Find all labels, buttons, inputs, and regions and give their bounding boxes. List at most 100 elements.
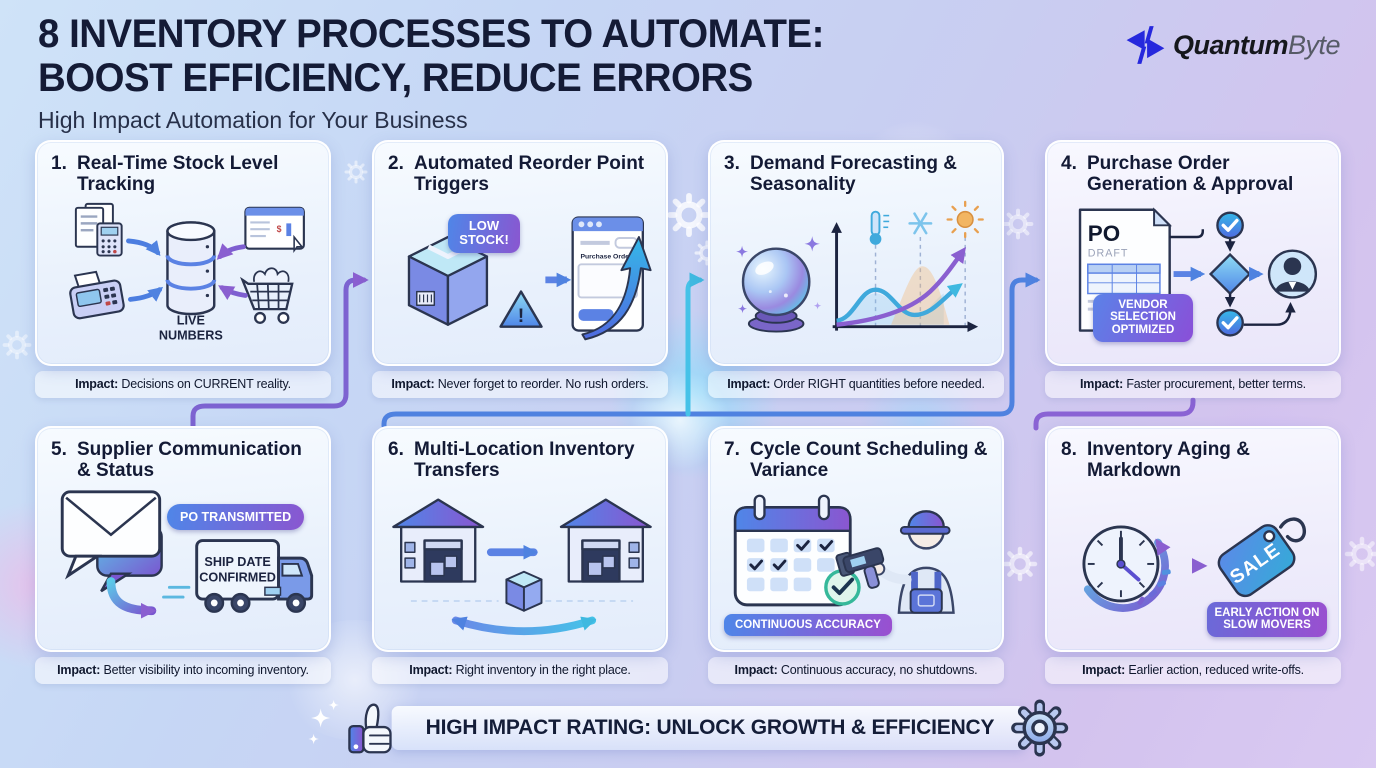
barcode-scanner-icon — [835, 546, 885, 589]
card-7-number: 7. — [724, 439, 740, 460]
card-6-illustration — [392, 498, 652, 635]
card-5-number: 5. — [51, 439, 67, 460]
dashboard-window-icon: $ — [244, 206, 305, 253]
card-7-title: 7.Cycle Count Scheduling & Variance — [724, 439, 988, 482]
aging-clock-icon — [1082, 524, 1160, 602]
svg-text:$: $ — [277, 224, 282, 234]
card-multilocation-transfers: 6.Multi-Location Inventory Transfers — [372, 426, 668, 684]
live-label-line2: NUMBERS — [159, 328, 223, 342]
card-2-number: 2. — [388, 153, 404, 174]
card-4-number: 4. — [1061, 153, 1077, 174]
draft-label: DRAFT — [1088, 247, 1129, 259]
page-title-line1: 8 INVENTORY PROCESSES TO AUTOMATE: — [38, 12, 824, 56]
thumbs-up-icon — [348, 703, 392, 754]
po-window-label: Purchase Order — [580, 253, 631, 260]
check-circle-icon — [824, 568, 861, 606]
warning-triangle-icon: ! — [499, 289, 543, 328]
transfer-box-icon — [505, 570, 543, 612]
card-7-illustration — [733, 494, 955, 614]
tag-string — [1279, 516, 1306, 542]
warehouse-left-icon — [392, 498, 485, 583]
card-supplier-communication: 5.Supplier Communication & Status — [35, 426, 331, 684]
card-2-title: 2.Automated Reorder Point Triggers — [388, 153, 645, 196]
card-4-impact: Impact: Faster procurement, better terms… — [1045, 371, 1341, 398]
card-6-number: 6. — [388, 439, 404, 460]
card-2-impact: Impact: Never forget to reorder. No rush… — [372, 371, 668, 398]
crumble-dashes — [1137, 568, 1171, 605]
database-icon — [165, 220, 217, 315]
card-6-title: 6.Multi-Location Inventory Transfers — [388, 439, 635, 482]
po-label: PO — [1088, 220, 1120, 245]
card-demand-forecasting: 3.Demand Forecasting & Seasonality — [708, 140, 1004, 398]
card-6-impact: Impact: Right inventory in the right pla… — [372, 657, 668, 684]
quantumbyte-logo-icon — [1126, 26, 1165, 64]
card-3-title: 3.Demand Forecasting & Seasonality — [724, 153, 957, 196]
brand-name-bold: Quantum — [1172, 29, 1289, 60]
approver-avatar-icon — [1267, 248, 1318, 299]
vendor-selection-badge: VENDOR SELECTION OPTIMIZED — [1093, 293, 1193, 343]
card-3-number: 3. — [724, 153, 740, 174]
card-po-generation: 4.Purchase Order Generation & Approval P… — [1045, 140, 1341, 398]
card-inventory-aging: 8.Inventory Aging & Markdown — [1045, 426, 1341, 684]
page-header: 8 INVENTORY PROCESSES TO AUTOMATE: BOOST… — [38, 12, 857, 134]
card-8-title: 8.Inventory Aging & Markdown — [1061, 439, 1250, 482]
brand-logo: QuantumByte — [1120, 22, 1341, 68]
approval-flowchart — [1169, 211, 1296, 337]
brand-name-light: Byte — [1287, 29, 1341, 60]
delivery-truck-icon: SHIP DATE CONFIRMED — [195, 538, 314, 613]
page-title-line2: BOOST EFFICIENCY, REDUCE ERRORS — [38, 56, 753, 100]
worker-icon — [871, 509, 955, 614]
card-1-number: 1. — [51, 153, 67, 174]
live-label-line1: LIVE — [177, 313, 205, 327]
card-1-impact: Impact: Decisions on CURRENT reality. — [35, 371, 331, 398]
card-3-illustration — [736, 200, 984, 333]
card-5-title: 5.Supplier Communication & Status — [51, 439, 302, 482]
card-1-title: 1.Real-Time Stock Level Tracking — [51, 153, 279, 196]
card-2-illustration: ! Purchase Order — [407, 215, 652, 340]
thermometer-icon — [869, 210, 890, 245]
continuous-accuracy-badge: CONTINUOUS ACCURACY — [724, 613, 892, 637]
card-1-illustration: $ LIVE — [69, 202, 305, 342]
card-8-number: 8. — [1061, 439, 1077, 460]
ship-date-line2: CONFIRMED — [199, 570, 276, 584]
calendar-checks — [749, 539, 834, 570]
snowflake-icon — [908, 211, 933, 234]
decision-diamond — [1208, 252, 1252, 295]
sun-icon — [946, 200, 984, 238]
card-reorder-triggers: 2.Automated Reorder Point Triggers ! — [372, 140, 668, 398]
card-realtime-stock-tracking: 1.Real-Time Stock Level Tracking — [35, 140, 331, 398]
card-7-impact: Impact: Continuous accuracy, no shutdown… — [708, 657, 1004, 684]
calendar-icon — [733, 494, 852, 606]
brand-logo-text: QuantumByte — [1172, 29, 1341, 61]
card-8-impact: Impact: Earlier action, reduced write-of… — [1045, 657, 1341, 684]
banner-text: HIGH IMPACT RATING: UNLOCK GROWTH & EFFI… — [391, 706, 1025, 750]
connector-branch-card3 — [685, 272, 705, 417]
time-cycle-arrow — [1083, 538, 1171, 612]
crystal-ball-icon — [741, 247, 811, 333]
check-node-top — [1216, 211, 1244, 239]
send-arrow — [106, 576, 157, 619]
page-subtitle: High Impact Automation for Your Business — [38, 107, 468, 133]
pos-terminal-icon — [69, 270, 125, 319]
ship-date-line1: SHIP DATE — [204, 554, 270, 568]
footer-banner: HIGH IMPACT RATING: UNLOCK GROWTH & EFFI… — [308, 699, 1069, 757]
forecast-chart — [831, 221, 979, 332]
check-node-bottom — [1216, 308, 1244, 337]
flow-connectors — [190, 272, 1196, 431]
card-cycle-count: 7.Cycle Count Scheduling & Variance — [708, 426, 1004, 684]
shopping-cart-icon — [240, 266, 294, 324]
calculator-icon — [96, 221, 123, 257]
low-stock-badge: LOW STOCK! — [448, 213, 520, 253]
banner-gear-icon — [1010, 699, 1068, 757]
connector-card4-card8 — [1033, 397, 1196, 431]
card-5-impact: Impact: Better visibility into incoming … — [35, 657, 331, 684]
card-3-impact: Impact: Order RIGHT quantities before ne… — [708, 371, 1004, 398]
po-transmitted-badge: PO TRANSMITTED — [167, 503, 305, 530]
speed-lines — [162, 585, 191, 599]
svg-text:!: ! — [518, 304, 524, 326]
early-action-badge: EARLY ACTION ON SLOW MOVERS — [1207, 601, 1327, 638]
warehouse-right-icon — [559, 498, 652, 583]
card-4-title: 4.Purchase Order Generation & Approval — [1061, 153, 1294, 196]
sparkles-icon — [308, 699, 339, 745]
sale-tag-icon: SALE — [1217, 523, 1296, 597]
